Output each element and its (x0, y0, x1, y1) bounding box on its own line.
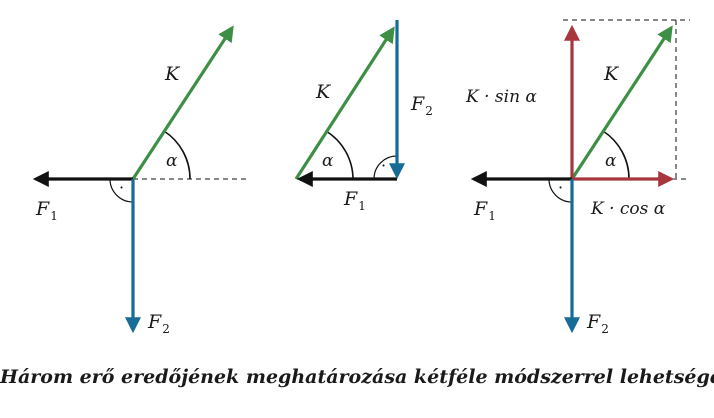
diagram-2: K α · F1 F2 (294, 20, 433, 213)
label-f2: F2 (410, 93, 433, 118)
vector-k (294, 26, 395, 180)
label-alpha: α (605, 151, 617, 171)
vector-k (570, 25, 673, 180)
label-f1: F1 (35, 198, 58, 223)
label-alpha: α (166, 151, 178, 171)
label-k-sin-alpha: K · sin α (465, 87, 537, 107)
diagram-3: K α · K · sin α K · cos α F1 F2 (465, 19, 690, 336)
right-angle-arc (109, 178, 134, 203)
right-angle-dot: · (381, 156, 386, 175)
label-f1: F1 (343, 188, 366, 213)
angle-alpha-arc (602, 130, 630, 180)
angle-alpha-arc (163, 130, 191, 180)
label-f1: F1 (473, 198, 496, 223)
label-alpha: α (322, 151, 334, 171)
label-k: K (315, 81, 332, 103)
diagram-1: K α · F1 F2 (32, 25, 250, 336)
right-angle-arc (548, 178, 573, 203)
vector-k (131, 25, 234, 180)
label-k: K (164, 63, 181, 85)
angle-alpha-arc (325, 130, 354, 180)
label-k-cos-alpha: K · cos α (590, 199, 666, 219)
label-k: K (603, 63, 620, 85)
label-f2: F2 (586, 311, 609, 336)
right-angle-arc (373, 155, 398, 180)
right-angle-dot: · (558, 178, 563, 197)
right-angle-dot: · (119, 178, 124, 197)
label-f2: F2 (147, 311, 170, 336)
force-diagram: K α · F1 F2 K α · F1 F2 K α · K · sin α … (32, 19, 690, 336)
figure-caption: Három erő eredőjének meghatározása kétfé… (0, 366, 714, 388)
